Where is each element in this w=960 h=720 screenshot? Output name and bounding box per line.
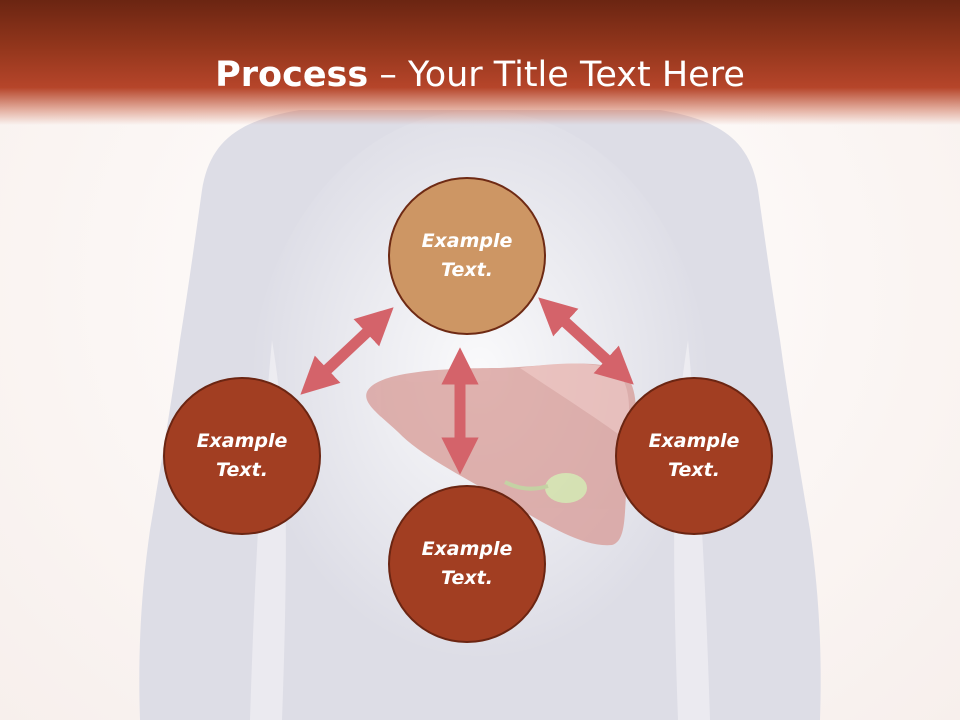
double-arrow-icon	[300, 307, 394, 395]
node-label: Example Text.	[196, 430, 288, 481]
title-rest: – Your Title Text Here	[368, 55, 745, 95]
title-bold: Process	[215, 55, 369, 95]
page-title: Process – Your Title Text Here	[0, 53, 960, 97]
header-bar	[0, 0, 960, 125]
node-label: Example Text.	[421, 538, 513, 589]
process-node-bottom: Example Text.	[388, 485, 546, 643]
node-label: Example Text.	[648, 430, 740, 481]
process-node-right: Example Text.	[615, 377, 773, 535]
double-arrow-icon	[538, 297, 634, 385]
process-node-top: Example Text.	[388, 177, 546, 335]
node-label: Example Text.	[421, 230, 513, 281]
process-node-left: Example Text.	[163, 377, 321, 535]
